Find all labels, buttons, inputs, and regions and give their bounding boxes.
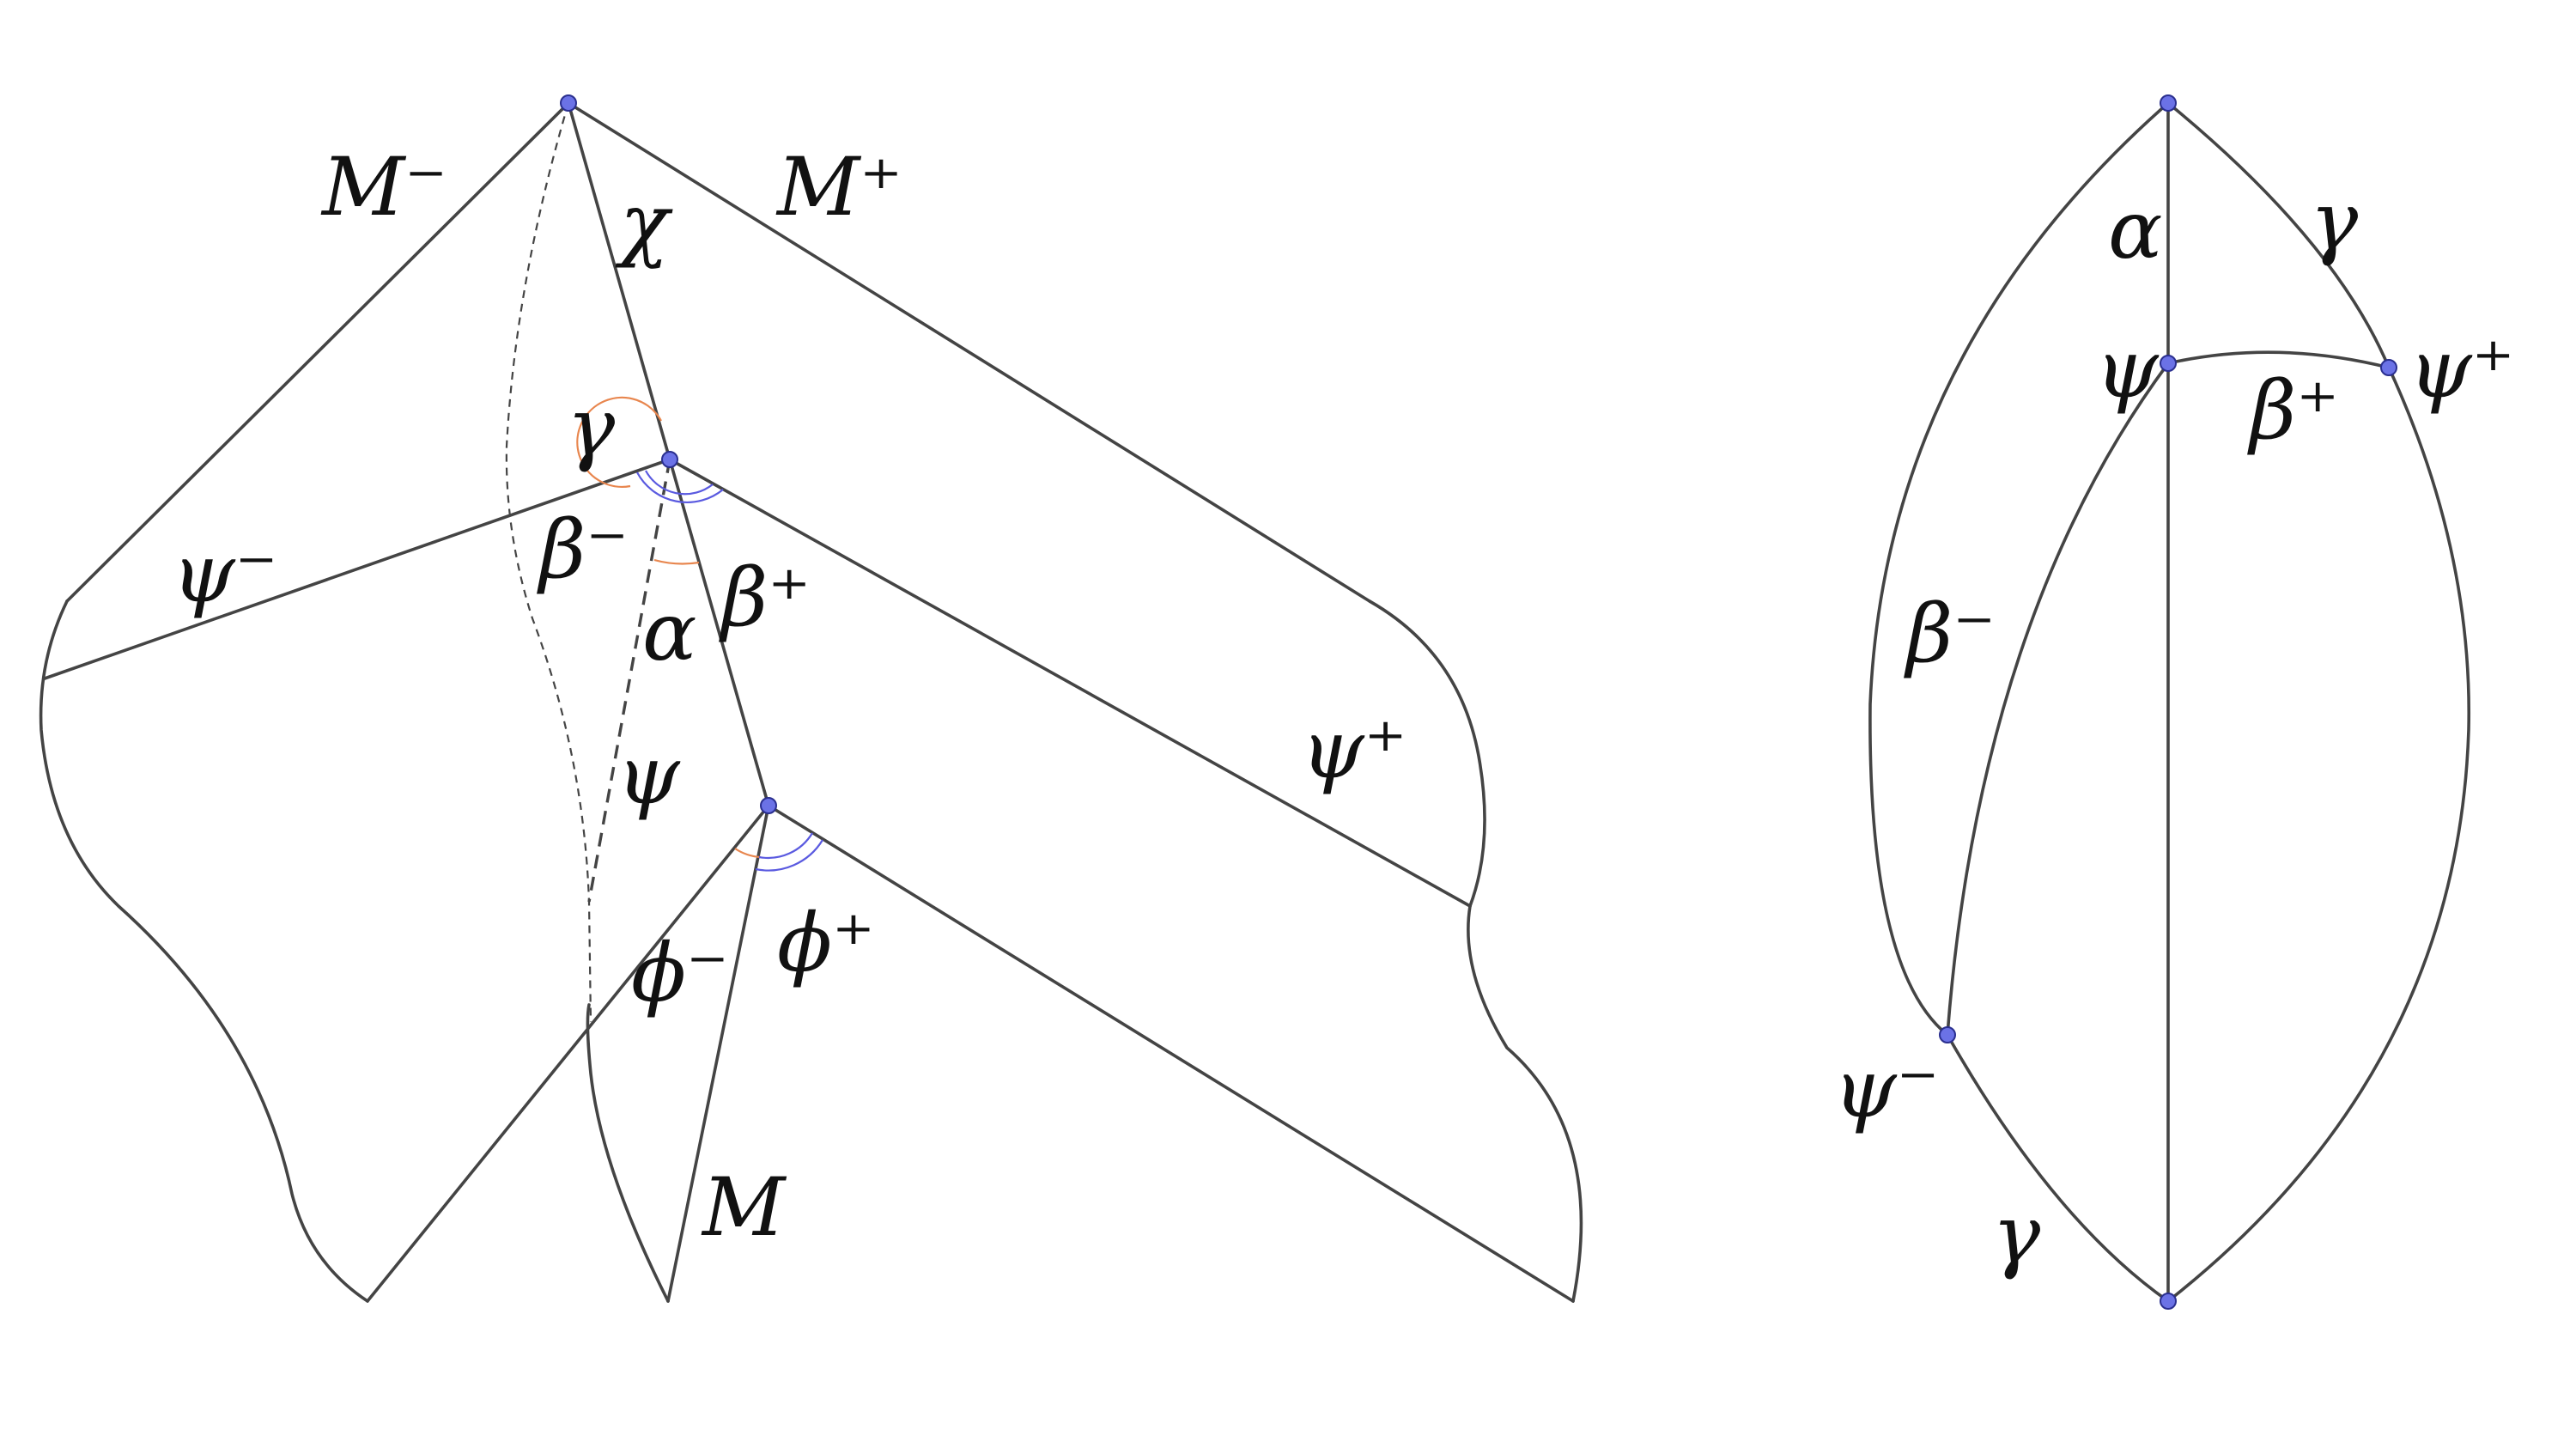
edge-m-curve [586,1003,670,1303]
label-m-minus: M⁻ [320,141,447,234]
angle-arc-beta-outer [636,471,724,504]
label-psi-minus: ψ⁻ [172,527,277,621]
vertex-psi-minus-right [1939,1026,1956,1043]
arc-beta-minus [1946,362,2170,1037]
lens-left-bottom [1946,1033,2170,1303]
lens-right-top [2166,101,2391,369]
label-right-alpha: α [2108,184,2162,277]
label-psi: ψ [617,729,681,823]
label-right-beta-plus: β⁺ [2247,364,2339,458]
angle-arc-phi-inner [758,832,813,860]
vertex-bottom-right [2160,1293,2177,1310]
edge-m-minus [65,101,570,603]
label-right-psi: ψ [2095,323,2160,417]
angle-arc-gamma [576,396,662,488]
label-phi-plus: ϕ⁺ [777,897,875,990]
vertex-lower-left [760,797,777,814]
left-figure: M⁻ M⁺ χ γ ψ⁻ β⁻ β⁺ α ψ ψ⁺ ϕ⁻ ϕ⁺ M [39,94,1583,1303]
dashed-psi [587,459,671,903]
lens-left [1868,101,2170,1037]
label-right-psi-plus: ψ⁺ [2409,323,2514,417]
edge-phi-minus [366,804,770,1303]
edge-psi-minus [43,458,671,680]
label-alpha: α [642,586,696,679]
lens-right [2166,366,2471,1303]
label-right-beta-minus: β⁻ [1904,587,1996,681]
edge-right-boundary [1467,904,1583,1303]
edge-m-plus [567,101,1371,603]
vertex-middle-left [661,451,678,468]
label-phi-minus: ϕ⁻ [631,927,729,1020]
edge-left-boundary [39,599,369,1303]
label-m: M [701,1161,787,1255]
edge-psi-plus [668,458,1472,908]
label-right-psi-minus: ψ⁻ [1833,1043,1939,1136]
label-beta-plus: β⁺ [719,551,811,645]
angle-arc-beta-inner [645,470,714,496]
edge-beta-plus [668,458,770,807]
angle-arc-alpha [653,558,700,565]
label-beta-minus: β⁻ [537,503,629,597]
vertex-top-right [2160,94,2177,112]
edge-chi [567,101,671,461]
label-m-plus: M⁺ [775,141,902,234]
right-figure: α γ ψ ψ⁺ β⁺ β⁻ ψ⁻ γ [1833,94,2514,1310]
arc-beta-plus [2166,350,2391,369]
angle-arc-phi-outer [755,839,823,872]
vertex-psi-right [2160,355,2177,372]
label-psi-plus: ψ⁺ [1301,703,1406,797]
vertex-psi-plus-right [2380,359,2397,376]
angle-arc-phi-orange [734,848,762,859]
label-right-gamma-bottom: γ [1992,1189,2041,1282]
dashed-curve [505,102,592,1023]
edge-psi-plus-curve [1368,599,1486,908]
edge-phi-plus [767,804,1575,1303]
vertex-top-left [560,94,577,112]
label-right-gamma-top: γ [2310,175,2359,269]
edge-m [666,804,770,1303]
label-gamma: γ [567,381,616,475]
label-chi: χ [615,177,673,271]
